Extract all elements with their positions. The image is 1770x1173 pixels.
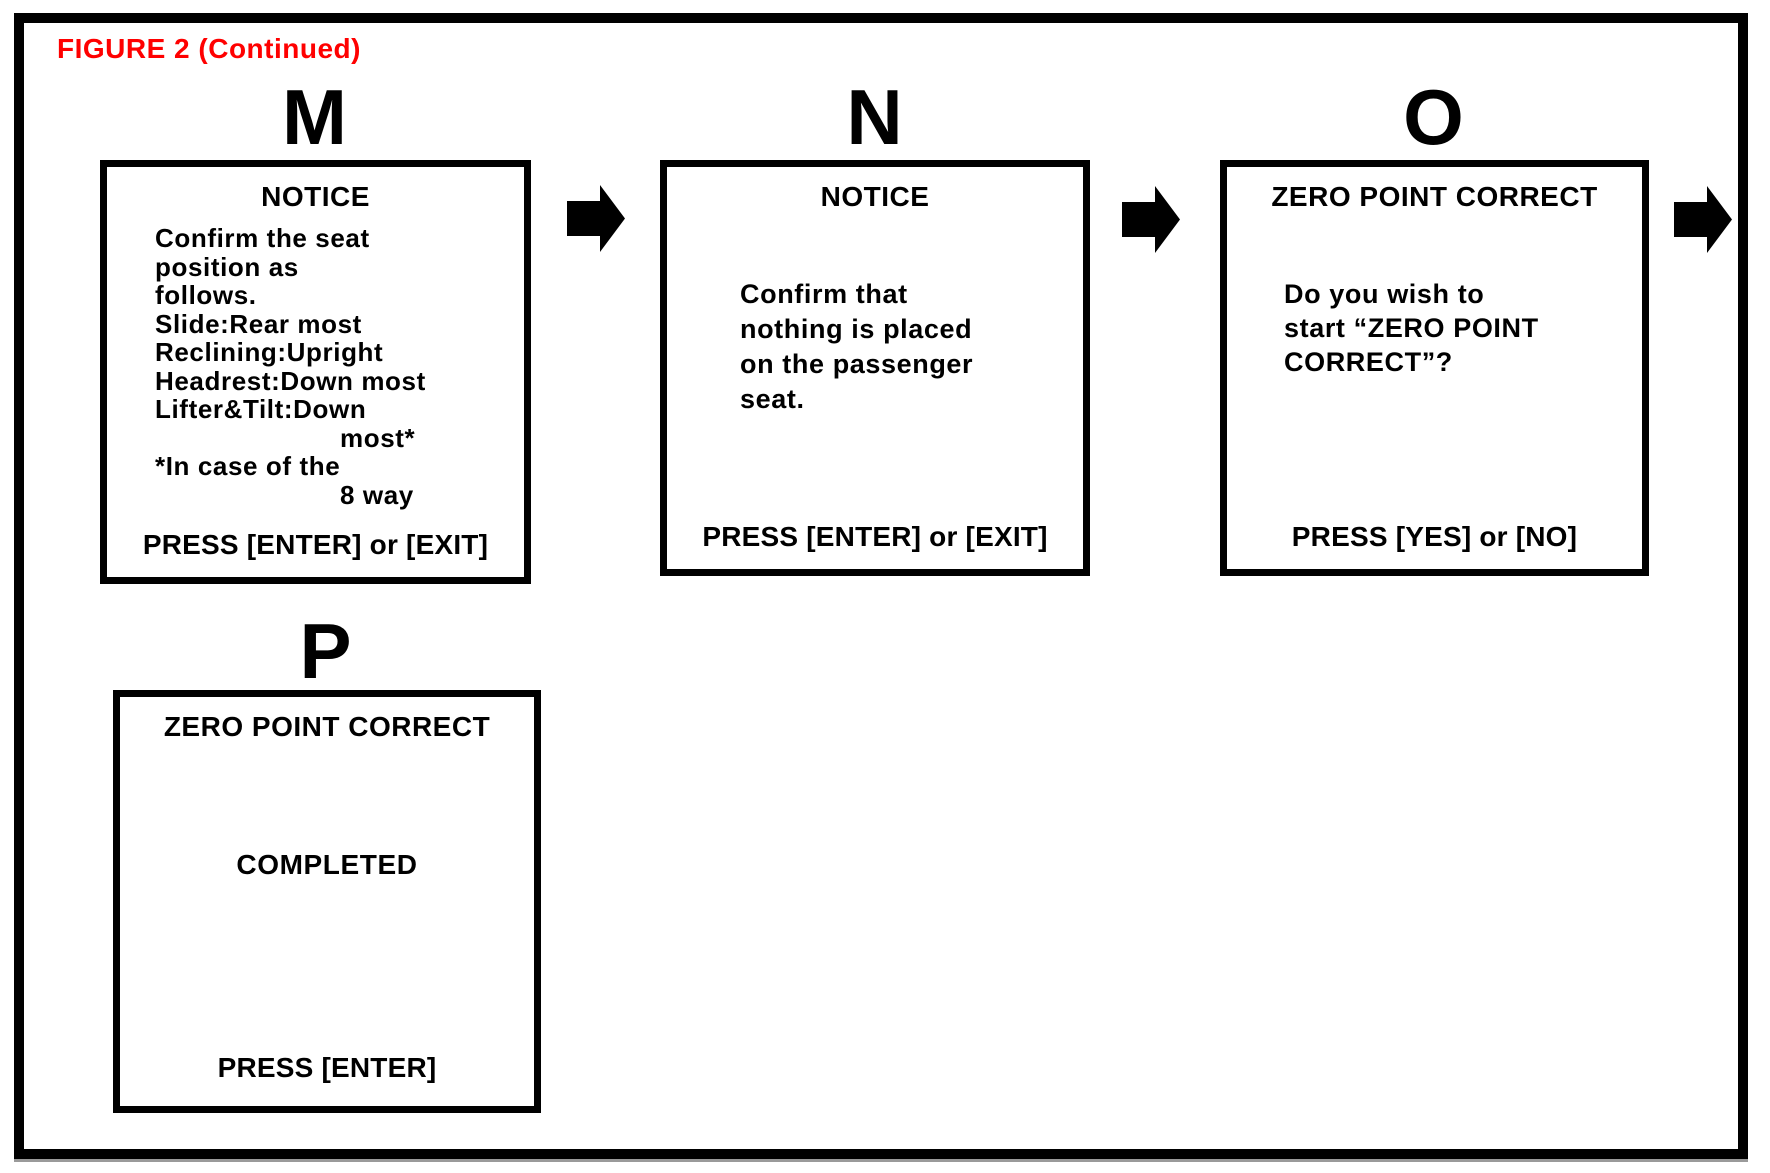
screen-body-line: Do you wish to (1284, 279, 1485, 309)
screen-body-line: CORRECT”? (1284, 347, 1453, 377)
screen-body-line: 8 way (340, 479, 414, 510)
screen-body-line: follows. (155, 280, 257, 310)
screen-title: NOTICE (261, 181, 370, 212)
screen-body-line: most* (340, 422, 416, 453)
screen-body: Confirm the seat position as follows. Sl… (107, 224, 524, 509)
screen-press-instruction: PRESS [ENTER] (217, 1052, 437, 1083)
screen-body-line: Reclining:Upright (155, 337, 384, 367)
flow-arrow-icon (567, 185, 625, 252)
screen-box-p: ZERO POINT CORRECT COMPLETED PRESS [ENTE… (113, 690, 541, 1113)
screen-body-line: Lifter&Tilt:Down (155, 394, 367, 424)
screen-title: ZERO POINT CORRECT (1271, 181, 1598, 212)
screen-body: Do you wish to start “ZERO POINT CORRECT… (1227, 277, 1642, 379)
screen-press-instruction: PRESS [ENTER] or [EXIT] (702, 521, 1048, 552)
step-label-n: N (846, 73, 904, 161)
screen-body-line: nothing is placed (740, 314, 973, 344)
screen-box-o: ZERO POINT CORRECT Do you wish to start … (1220, 160, 1649, 576)
screen-body-line: position as (155, 251, 299, 282)
flow-arrow-icon (1122, 186, 1180, 253)
screen-body: COMPLETED (120, 848, 534, 881)
screen-body-line: COMPLETED (236, 849, 418, 880)
flow-arrow-icon (1674, 186, 1732, 253)
screen-body-line: Confirm that (740, 279, 908, 309)
screen-title: NOTICE (820, 181, 930, 212)
screen-body-line: on the passenger (740, 349, 974, 379)
screen-body-line: *In case of the (155, 451, 341, 481)
step-label-m: M (282, 73, 348, 161)
screen-title: ZERO POINT CORRECT (163, 711, 491, 742)
screen-body-line: Slide:Rear most (155, 308, 362, 339)
screen-box-m: NOTICE Confirm the seat position as foll… (100, 160, 531, 584)
screen-body-line: Headrest:Down most (155, 365, 426, 396)
figure-title: FIGURE 2 (Continued) (57, 33, 361, 64)
screen-press-instruction: PRESS [YES] or [NO] (1291, 521, 1578, 552)
step-label-o: O (1403, 73, 1465, 161)
screen-body-line: seat. (740, 384, 805, 414)
figure-border (14, 13, 1748, 1159)
screen-body: Confirm that nothing is placed on the pa… (667, 277, 1083, 417)
screen-body-line: Confirm the seat (155, 223, 370, 253)
screen-box-n: NOTICE Confirm that nothing is placed on… (660, 160, 1090, 576)
screen-body-line: start “ZERO POINT (1284, 313, 1539, 343)
step-label-p: P (299, 607, 353, 695)
screen-press-instruction: PRESS [ENTER] or [EXIT] (142, 529, 489, 560)
